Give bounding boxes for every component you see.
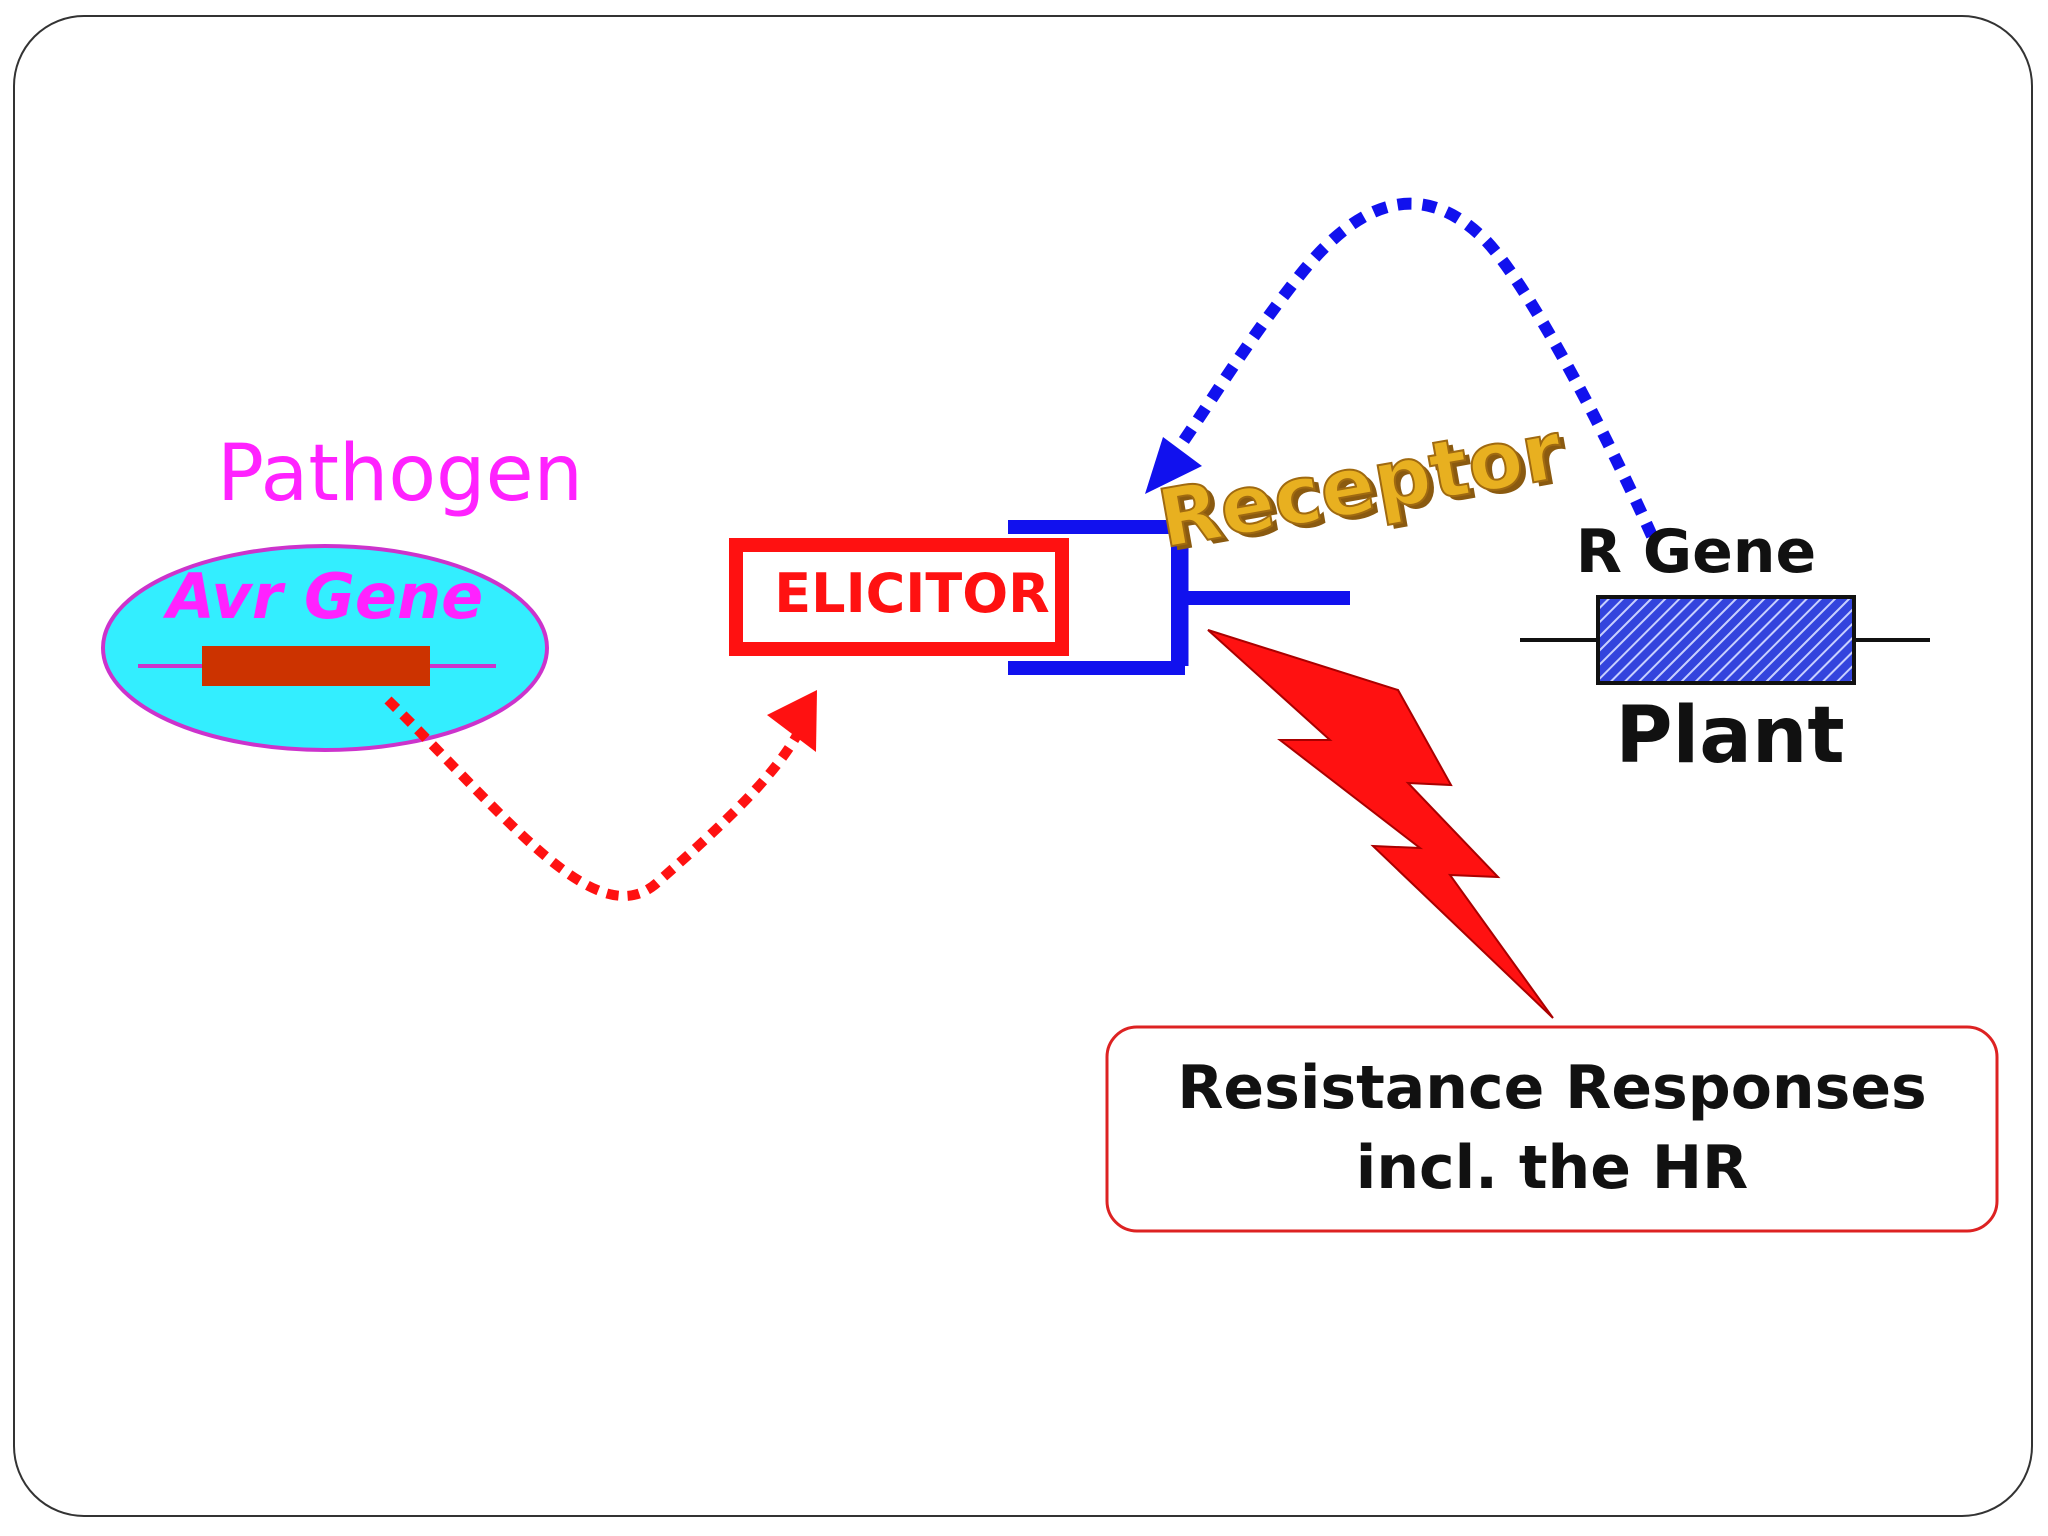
elicitor-receptor-group: ELICITOR Receptor Receptor: [729, 403, 1575, 675]
plant-group: R Gene Plant: [1520, 517, 1930, 781]
elicitor-box: [729, 538, 1069, 656]
receptor-bracket: [1008, 520, 1185, 675]
pathogen-label: Pathogen: [217, 429, 583, 519]
avr-gene-label: Avr Gene: [162, 560, 483, 633]
elicitor-label: ELICITOR: [774, 562, 1049, 625]
pathogen-group: Pathogen Avr Gene: [101, 429, 583, 752]
plant-label: Plant: [1615, 691, 1844, 781]
r-gene-bar: [1596, 595, 1856, 685]
signal-lightning-bolt: [1207, 629, 1554, 1019]
response-line-1: Resistance Responses: [1177, 1053, 1927, 1123]
response-group: Resistance Responses incl. the HR: [1105, 1025, 1999, 1233]
avr-gene-bar: [202, 646, 430, 686]
avr-to-elicitor-arrowhead: [767, 690, 817, 752]
avr-to-elicitor-arrow: [384, 696, 813, 901]
r-gene-label: R Gene: [1576, 517, 1816, 587]
response-box: [1105, 1025, 1999, 1233]
response-line-2: incl. the HR: [1356, 1133, 1749, 1203]
rgene-to-receptor-arrow: [1165, 197, 1658, 539]
rgene-to-receptor-arrowhead: [1145, 437, 1202, 494]
